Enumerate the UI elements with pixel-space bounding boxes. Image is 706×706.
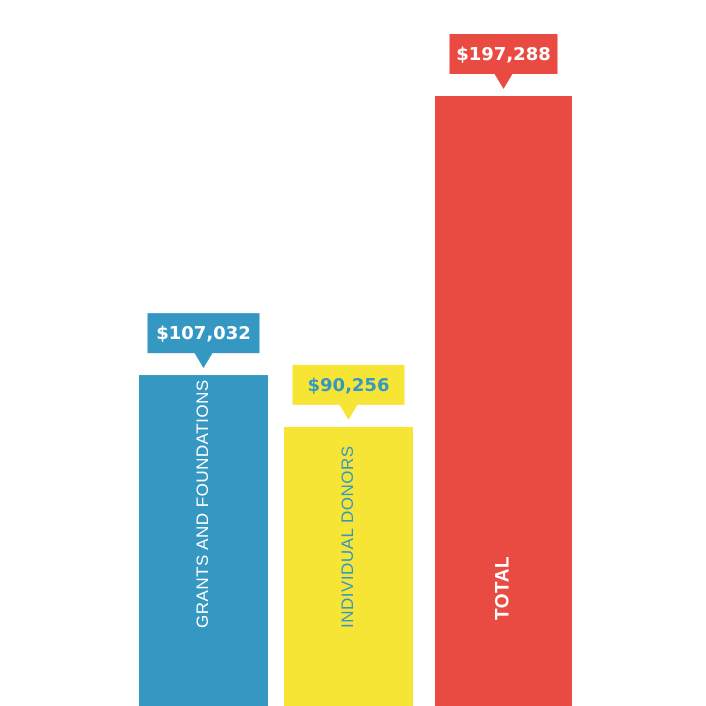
value-label-grants-and-foundations: $107,032 xyxy=(156,323,251,344)
value-callout-grants-and-foundations xyxy=(147,313,260,369)
bar-label-grants-and-foundations: GRANTS AND FOUNDATIONS xyxy=(193,379,212,628)
value-callout-individual-donors xyxy=(292,364,405,420)
value-callout-total xyxy=(449,34,558,89)
value-label-total: $197,288 xyxy=(456,44,551,65)
value-label-individual-donors: $90,256 xyxy=(308,375,390,396)
bar-total xyxy=(435,96,572,706)
bar-grants-and-foundations xyxy=(139,375,268,706)
bar-label-individual-donors: INDIVIDUAL DONORS xyxy=(338,445,357,628)
bar-label-total: TOTAL xyxy=(493,556,514,620)
bar-individual-donors xyxy=(284,426,413,706)
